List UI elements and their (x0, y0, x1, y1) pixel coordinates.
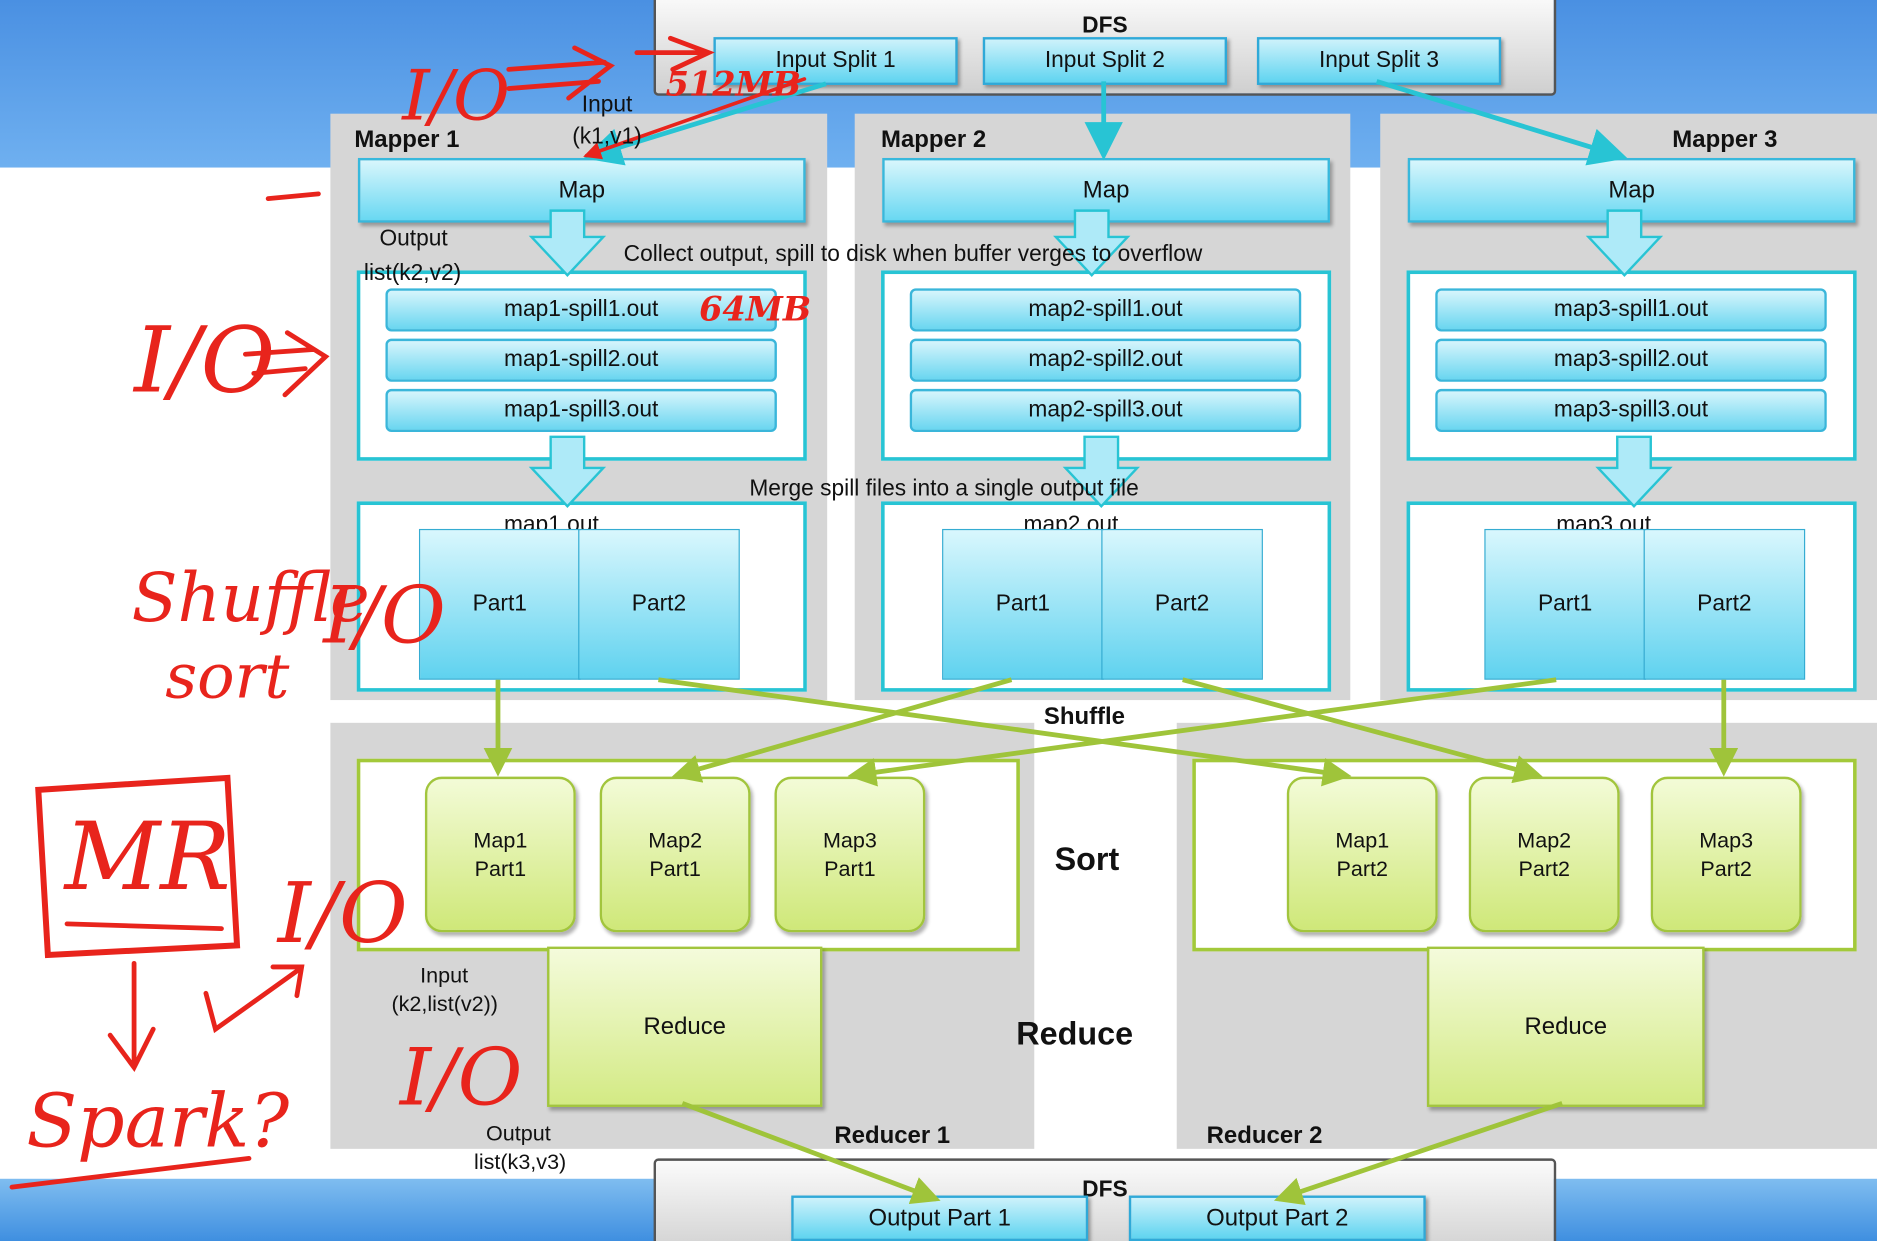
annotation-spark: Spark? (26, 1077, 290, 1165)
reduce-box-1: Reduce (547, 946, 823, 1107)
reduce-input-kv-label: (k2,list(v2)) (391, 992, 498, 1017)
spill-to-merge-arrow (528, 435, 607, 508)
merge-caption: Merge spill files into a single output f… (749, 476, 1139, 502)
output-list-label: list(k2,v2) (363, 260, 462, 287)
map-output-label-3: map3.out (1556, 512, 1652, 529)
spill-to-merge-arrow (1595, 435, 1673, 508)
map-to-spill-arrow (1053, 209, 1131, 277)
annotation-size: 512MB (665, 64, 801, 105)
partition: Part2 (1643, 528, 1806, 680)
shuffle-line (671, 677, 1013, 783)
handwritten-arrow (583, 77, 807, 160)
spill-file: map2-spill1.out (909, 288, 1302, 332)
input-split-3: Input Split 3 (1256, 37, 1502, 85)
reduce-to-output-arrow (681, 1101, 941, 1205)
split-to-map-arrow (1375, 79, 1628, 166)
annotation-io: I/O (323, 569, 446, 662)
handwritten-underline (9, 1156, 252, 1190)
spill-file: map1-spill2.out (385, 338, 777, 382)
dfs-bottom-title: DFS (1082, 1177, 1128, 1203)
mapper-3-title: Mapper 3 (1672, 126, 1778, 154)
partition: Part2 (578, 528, 740, 680)
spill-to-merge-arrow (1062, 435, 1140, 508)
annotation-shuffle: Shuffle (131, 560, 370, 638)
reducer-1-title: Reducer 1 (834, 1122, 951, 1149)
split-to-map-arrow (583, 81, 827, 166)
reduce-box-2: Reduce (1426, 946, 1705, 1107)
map-output-label-2: map2.out (1023, 512, 1119, 529)
handwritten-underline (64, 921, 224, 932)
shuffle-phase-label: Shuffle (1043, 703, 1125, 730)
input-kv-label: (k1,v1) (572, 124, 642, 150)
spill-file: map2-spill2.out (909, 338, 1302, 382)
annotation-io: I/O (399, 1031, 523, 1124)
handwritten-arrow (634, 35, 715, 72)
handwritten-arrow (203, 964, 305, 1034)
shuffle-line (658, 677, 1352, 787)
reduce-output-label: Output (486, 1121, 551, 1146)
handwritten-box (35, 774, 241, 959)
spill-file: map3-spill1.out (1435, 288, 1827, 332)
spill-file: map2-spill3.out (909, 388, 1302, 433)
reduce-to-output-arrow (1273, 1101, 1563, 1206)
annotation-io: I/O (134, 306, 276, 413)
reducer-2-title: Reducer 2 (1206, 1122, 1323, 1149)
input-split-1: Input Split 1 (713, 37, 958, 85)
reduce-output-list-label: list(k3,v3) (474, 1150, 567, 1174)
shuffle-line (847, 677, 1557, 787)
mapper-2-title: Mapper 2 (881, 126, 987, 154)
collect-caption: Collect output, spill to disk when buffe… (623, 241, 1203, 267)
annotation-io: I/O (277, 864, 408, 963)
handwritten-dash (265, 191, 321, 202)
annotation-sort: sort (165, 641, 290, 714)
annotation-size: 64MB (699, 289, 812, 330)
handwritten-arrow (243, 330, 330, 398)
partition: Part1 (418, 528, 581, 680)
partition: Part1 (1484, 528, 1646, 680)
map-to-spill-arrow (1585, 209, 1664, 277)
reduce-input-label: Input (420, 963, 469, 988)
map-to-spill-arrow (528, 209, 607, 277)
spill-file: map1-spill3.out (385, 388, 777, 433)
handwritten-arrow (506, 45, 615, 101)
spill-file: map1-spill1.out (385, 288, 777, 332)
annotation-mr: MR (64, 804, 231, 912)
mapper-1-title: Mapper 1 (354, 126, 460, 154)
input-label: Input (581, 92, 633, 118)
map-output-label-1: map1.out (503, 512, 599, 529)
annotation-io: I/O (402, 55, 510, 137)
partition: Part1 (942, 528, 1104, 680)
shuffle-line (1182, 677, 1543, 784)
dfs-top-title: DFS (1082, 13, 1128, 39)
spill-file: map3-spill2.out (1435, 338, 1827, 382)
spill-file: map3-spill3.out (1435, 388, 1827, 433)
output-label: Output (379, 226, 448, 252)
partition: Part2 (1101, 528, 1263, 680)
sort-phase-label: Sort (1054, 841, 1120, 878)
reduce-phase-label: Reduce (1016, 1016, 1134, 1052)
handwritten-down-arrow (107, 960, 156, 1073)
